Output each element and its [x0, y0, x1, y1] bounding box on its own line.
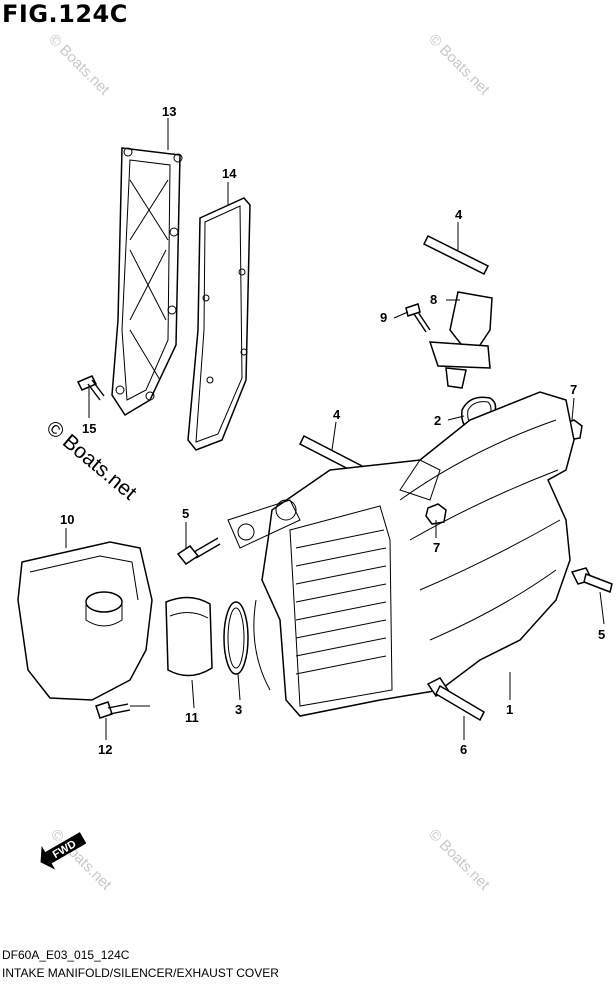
callout-7-right: 7 — [570, 382, 577, 397]
callout-11: 11 — [185, 710, 199, 725]
callout-4-upper: 4 — [455, 207, 463, 222]
figure-title: FIG.124C — [2, 0, 128, 28]
callout-5-right: 5 — [598, 627, 605, 642]
callout-7-center: 7 — [433, 540, 440, 555]
part-6-bolt — [426, 677, 485, 722]
part-15-bolt — [76, 375, 105, 401]
callout-2: 2 — [434, 413, 441, 428]
watermark-top-right: © Boats.net — [425, 31, 493, 99]
part-4-stud-upper — [422, 234, 490, 276]
callout-10: 10 — [60, 512, 74, 527]
part-11-collar — [165, 596, 213, 677]
part-7-nut-center — [425, 503, 447, 525]
watermark-bottom-right: © Boats.net — [425, 826, 493, 894]
callout-14: 14 — [222, 166, 237, 181]
callout-15: 15 — [82, 421, 96, 436]
part-10-silencer — [17, 541, 153, 701]
part-8-sensor — [428, 291, 493, 389]
callout-8: 8 — [430, 292, 437, 307]
part-3-seal — [223, 601, 249, 675]
callout-3: 3 — [235, 702, 242, 717]
callout-6: 6 — [460, 742, 467, 757]
figure-code: DF60A_E03_015_124C — [2, 948, 130, 962]
callout-1: 1 — [506, 702, 513, 717]
watermark-top-left: © Boats.net — [45, 31, 113, 99]
callout-9: 9 — [380, 310, 387, 325]
part-14-gasket — [187, 197, 251, 451]
part-9-screw — [405, 303, 431, 333]
leader-lines — [65, 118, 605, 740]
figure-caption: INTAKE MANIFOLD/SILENCER/EXHAUST COVER — [2, 966, 279, 980]
part-5-bolt-left — [176, 537, 221, 566]
callout-13: 13 — [162, 104, 176, 119]
callout-5-left: 5 — [182, 506, 189, 521]
callout-4-lower: 4 — [333, 407, 341, 422]
part-1-intake-manifold — [227, 391, 575, 717]
part-12-screw — [95, 701, 131, 719]
part-13-exhaust-cover — [111, 147, 183, 417]
callout-12: 12 — [98, 742, 112, 757]
part-5-bolt-right — [570, 567, 613, 594]
